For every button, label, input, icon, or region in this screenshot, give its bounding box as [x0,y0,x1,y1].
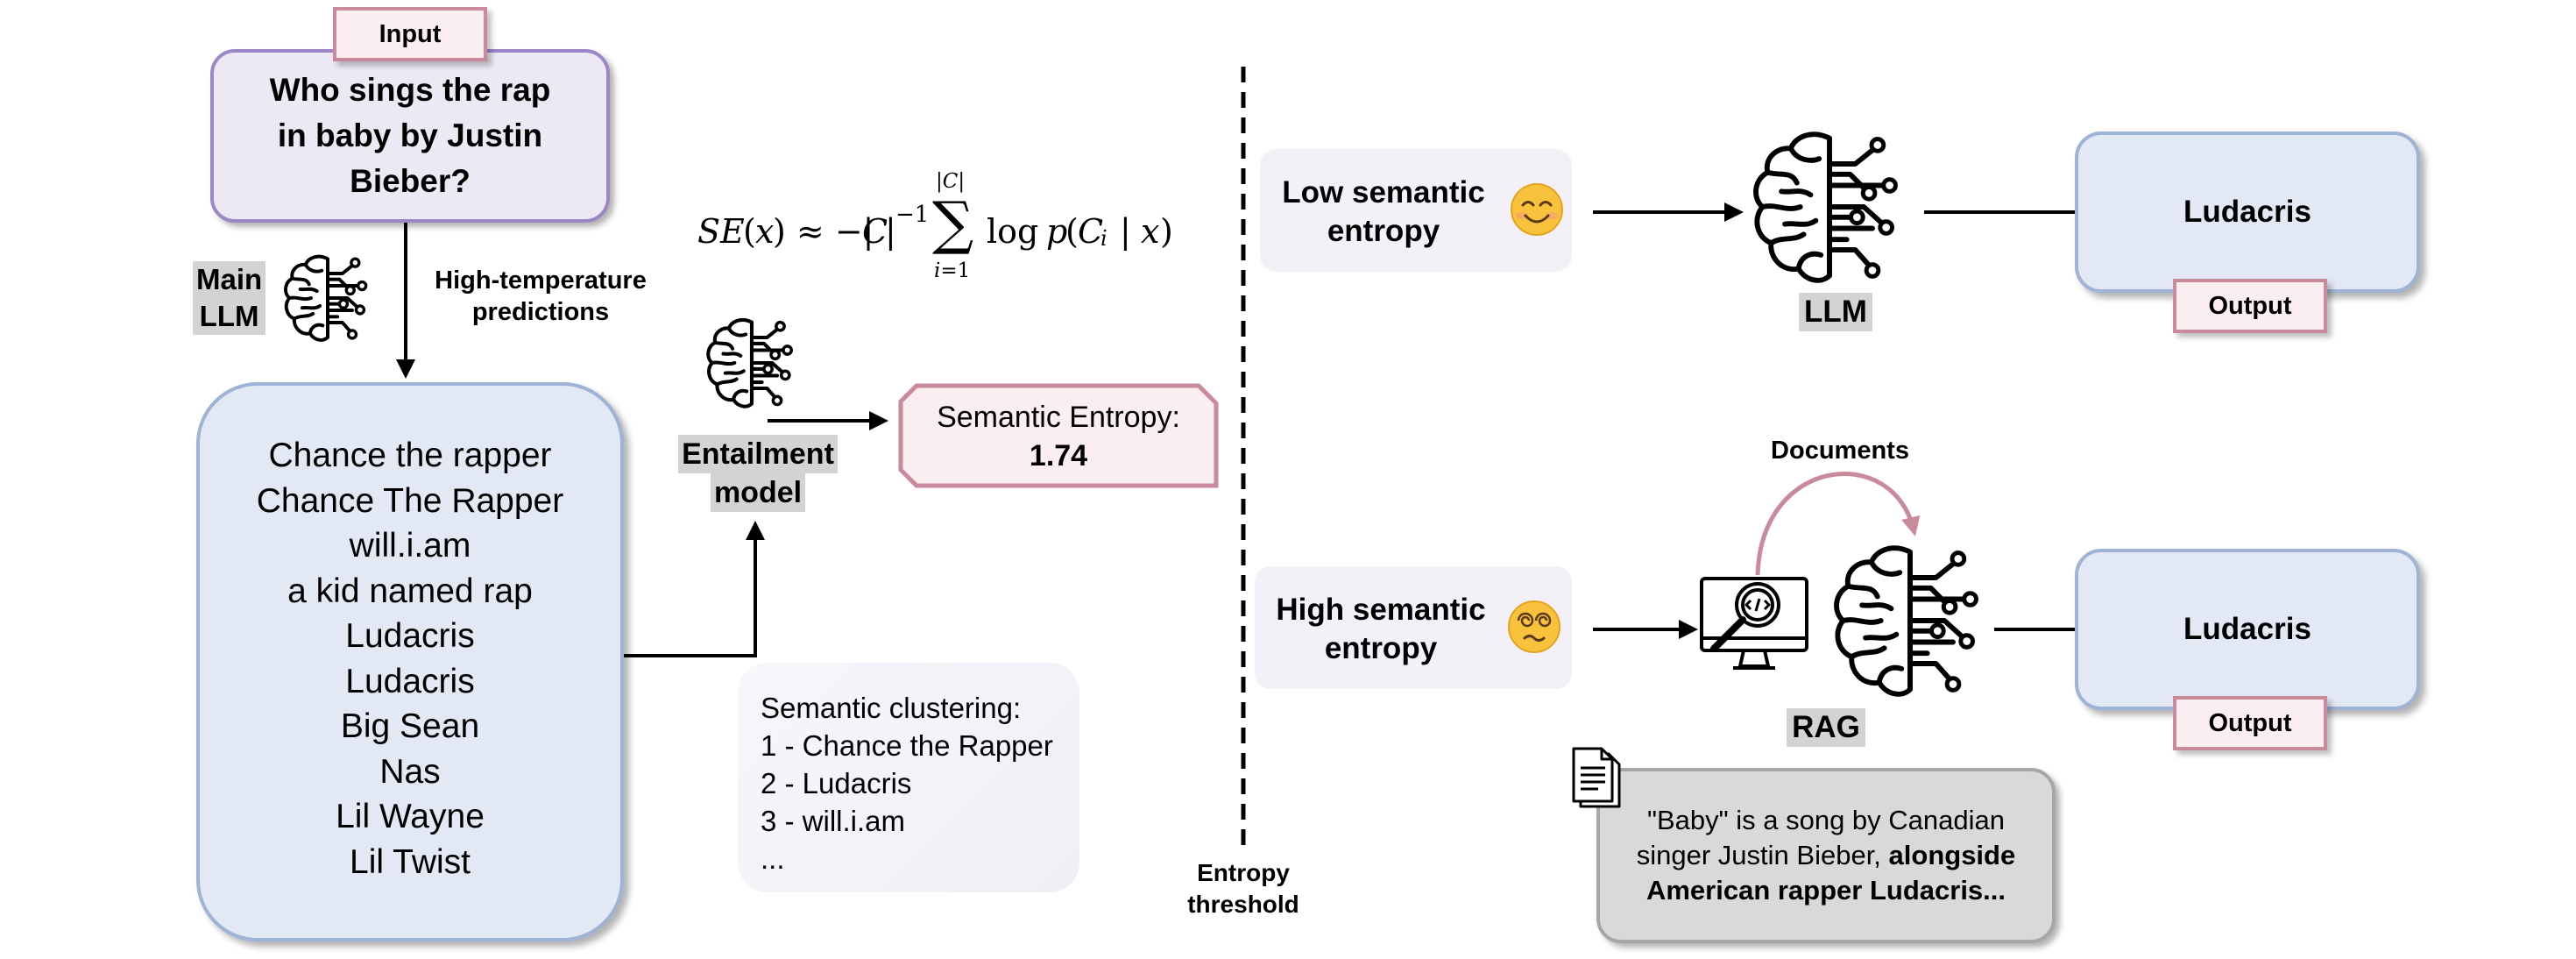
high-output-tag: Output [2173,696,2327,750]
arrow-documents [1755,472,1921,576]
low-output-tag: Output [2173,279,2327,333]
input-question-box: Who sings the rap in baby by Justin Bieb… [210,49,610,223]
low-output-text: Ludacris [2183,195,2311,229]
semantic-entropy-value: 1.74 [1029,439,1088,472]
entailment-label-line-1: Entailment [678,435,838,473]
threshold-line-2: threshold [1187,891,1299,918]
semantic-entropy-formula: SE ( x ) ≈ −| C | −1 ∑ |C| i=1 log p ( C… [697,170,1173,282]
semantic-entropy-box: Semantic Entropy: 1.74 [897,382,1220,491]
prediction-item: Nas [379,752,441,791]
smiling-face-icon [1511,183,1563,236]
high-entropy-line-2: entropy [1324,631,1438,665]
main-llm-label-line-2: LLM [193,298,266,335]
doc-text-line-1: "Baby" is a song by Canadian [1646,805,2006,835]
high-entropy-line-1: High semantic [1276,593,1486,627]
prediction-item: Lil Wayne [336,798,485,835]
document-icon [1572,747,1621,808]
clustering-title: Semantic clustering: [761,692,1022,724]
semantic-entropy-label: Semantic Entropy: [937,401,1180,434]
llm-brain-icon [1753,131,1898,283]
input-tag: Input [333,7,487,61]
rag-label: RAG [1787,708,1865,747]
dizzy-face-icon [1508,600,1560,653]
high-temp-line-2: predictions [471,298,610,326]
low-output-box: Ludacris [2075,131,2420,293]
entailment-brain-icon [706,318,793,408]
cluster-item: ... [761,842,785,875]
high-output-text: Ludacris [2183,612,2311,646]
prediction-item: will.i.am [349,527,471,565]
cluster-item: 3 - will.i.am [761,805,906,837]
llm-label: LLM [1799,293,1872,331]
prediction-item: Lil Twist [350,842,471,881]
low-entropy-line-1: Low semantic [1282,175,1485,210]
predictions-list: Chance the rapper Chance The Rapper will… [200,386,620,884]
threshold-line-1: Entropy [1197,859,1290,886]
doc-text-bold-2: American rapper Ludacris... [1645,875,2006,906]
document-snippet-box: "Baby" is a song by Canadian singer Just… [1596,768,2056,943]
doc-text-line-2: singer Justin Bieber, [1636,840,1889,870]
predictions-box: Chance the rapper Chance The Rapper will… [196,382,624,941]
main-llm-label-line-1: Main [193,261,266,298]
entailment-label: Entailment model [666,435,850,512]
main-llm-label: Main LLM [193,261,266,335]
prediction-item: Big Sean [340,707,480,745]
high-output-box: Ludacris [2075,549,2420,710]
rag-label-wrap: RAG [1773,708,1879,747]
high-entropy-box: High semantic entropy [1255,566,1572,689]
doc-text-bold-1: alongside [1888,840,2016,870]
semantic-entropy-shape [898,383,1219,488]
high-temp-label: High-temperature predictions [422,265,659,328]
prediction-item: Ludacris [345,617,475,655]
low-entropy-line-2: entropy [1327,214,1440,248]
threshold-label: Entropy threshold [1160,857,1327,920]
low-entropy-box: Low semantic entropy [1260,149,1572,272]
prediction-item: Ludacris [345,662,475,700]
rag-brain-icon [1834,545,1978,697]
documents-label: Documents [1771,437,1909,465]
prediction-item: a kid named rap [287,572,533,610]
high-temp-line-1: High-temperature [435,266,647,295]
arrow-predictions-to-entailment [620,521,765,657]
retrieval-monitor-icon [1700,577,1808,670]
llm-label-wrap: LLM [1787,293,1884,331]
question-line-2: in baby by Justin [277,117,543,153]
cluster-item: 1 - Chance the Rapper [761,729,1053,762]
entailment-label-line-2: model [710,473,806,512]
main-llm-brain-icon [284,254,368,342]
clustering-box: Semantic clustering: 1 - Chance the Rapp… [738,663,1079,892]
cluster-item: 2 - Ludacris [761,767,912,799]
prediction-item: Chance The Rapper [256,481,564,520]
question-line-1: Who sings the rap [269,72,551,108]
prediction-item: Chance the rapper [268,437,552,474]
question-line-3: Bieber? [350,163,471,199]
